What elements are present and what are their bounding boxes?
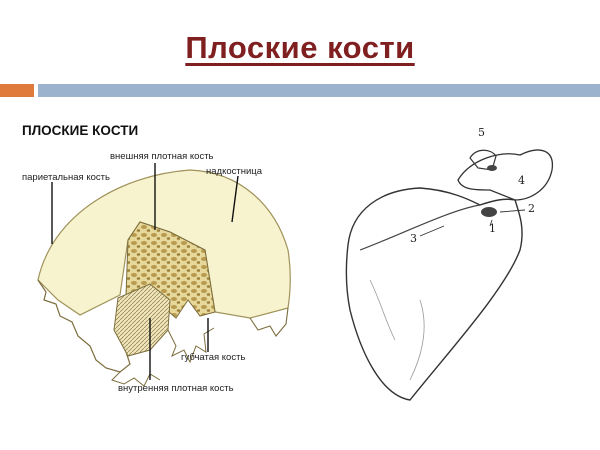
slide-title: Плоские кости: [0, 30, 600, 66]
bone-dome: [37, 169, 291, 319]
scapula-number-1: 1: [489, 222, 496, 235]
figure-heading: ПЛОСКИЕ КОСТИ: [22, 123, 139, 138]
scapula-outline: [345, 187, 523, 401]
scapula-number-3: 3: [410, 232, 417, 245]
acromion: [457, 149, 553, 201]
scapula-number-5: 5: [478, 126, 485, 139]
scapula-number-4: 4: [518, 174, 525, 187]
label-spongy-bone: губчатая кость: [181, 352, 246, 363]
scapula-number-2: 2: [528, 202, 535, 215]
bone-rim: [37, 279, 139, 373]
scapula-spine: [359, 204, 481, 251]
accent-bar: [0, 84, 34, 97]
label-parietal-bone: париетальная кость: [22, 172, 110, 183]
label-inner-compact-bone: внутренняя плотная кость: [118, 383, 234, 394]
slide-title-text: Плоские кости: [185, 30, 415, 65]
header-bar: [38, 84, 600, 97]
label-periosteum: надкостница: [206, 166, 262, 177]
label-outer-compact-bone: внешняя плотная кость: [110, 151, 214, 162]
inner-compact-layer: [113, 283, 171, 357]
